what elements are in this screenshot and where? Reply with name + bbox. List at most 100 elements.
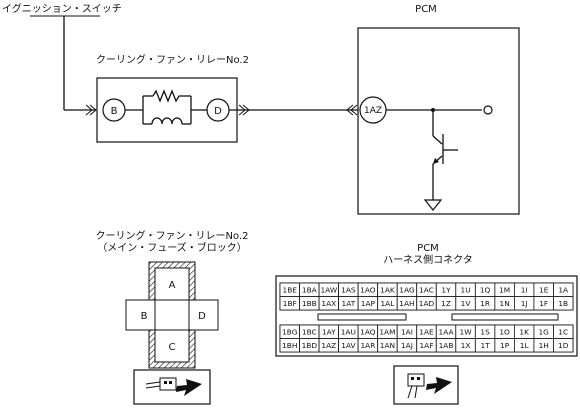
pcm-terminal-1az-label: 1AZ — [364, 106, 382, 116]
pcm-pin-label: 1Q — [480, 285, 491, 294]
pcm-pin-label: 1R — [480, 299, 490, 308]
connector-plug-icon — [145, 377, 202, 396]
pcm-pin-label: 1O — [499, 327, 510, 336]
pcm-pin-label: 1AL — [380, 299, 395, 308]
pcm-pin-label: 1Y — [441, 285, 451, 294]
pcm-pin-label: 1B — [558, 299, 568, 308]
output-terminal-icon — [483, 105, 493, 115]
ignition-switch-label: イグニッション・スイッチ — [2, 2, 122, 15]
relay-slot-d-label: D — [198, 311, 206, 322]
pcm-pin-label: 1BH — [282, 341, 297, 350]
pcm-pin-label: 1S — [480, 327, 490, 336]
pcm-view-direction-icon — [393, 365, 459, 405]
pcm-pin-label: 1AF — [419, 341, 433, 350]
pcm-pin-label: 1BB — [302, 299, 317, 308]
pcm-pin-label: 1AD — [419, 299, 435, 308]
pcm-pin-label: 1AE — [419, 327, 434, 336]
pcm-pin-label: 1AZ — [321, 341, 336, 350]
pcm-pin-label: 1M — [499, 285, 510, 294]
relay-slot-c — [154, 329, 190, 363]
pcm-pin-cell — [553, 296, 574, 311]
transistor-collector — [432, 135, 443, 145]
relay-connector-title-line2: （メイン・フューズ・ブロック） — [97, 241, 247, 254]
pcm-pin-label: 1AV — [341, 341, 355, 350]
pcm-pin-label: 1F — [539, 299, 548, 308]
connector-arrow-icon — [85, 104, 93, 116]
relay-terminal-d-label: D — [214, 106, 222, 117]
pcm-pin-label: 1AR — [360, 341, 375, 350]
pcm-pin-label: 1AT — [342, 299, 356, 308]
transistor-arrow-icon — [433, 158, 439, 164]
pcm-pin-label: 1AK — [380, 285, 395, 294]
pcm-pin-label: 1BE — [283, 285, 298, 294]
pcm-connector-plug-icon — [407, 373, 452, 399]
relay-slot-b-label: B — [141, 311, 148, 322]
pcm-pin-label: 1U — [461, 285, 471, 294]
pcm-pin-label: 1AM — [379, 327, 395, 336]
pcm-pin-label: 1BF — [283, 299, 297, 308]
pcm-title: PCM — [415, 4, 437, 15]
pcm-pin-label: 1BC — [302, 327, 317, 336]
pcm-pin-label: 1T — [480, 341, 490, 350]
pcm-connector-key-right — [451, 313, 559, 321]
pcm-connector-key-left — [317, 313, 407, 321]
pcm-pin-cell — [553, 338, 574, 353]
pcm-pin-label: 1X — [461, 341, 471, 350]
ground-icon — [423, 199, 443, 211]
pcm-connector-title-line1: PCM — [417, 243, 439, 254]
pcm-pin-label: 1AY — [322, 327, 336, 336]
pcm-pin-label: 1AN — [380, 341, 395, 350]
pcm-pin-label: 1BG — [282, 327, 298, 336]
pcm-pin-label: 1L — [520, 341, 530, 350]
pcm-pin-label: 1D — [558, 341, 569, 350]
pcm-pin-label: 1J — [521, 299, 528, 308]
relay-slot-a-label: A — [169, 280, 176, 291]
pcm-pin-label: 1AW — [320, 285, 337, 294]
pcm-box — [357, 27, 520, 215]
connector-arrow-icon — [238, 104, 246, 116]
pcm-pin-label: 1AX — [321, 299, 336, 308]
pcm-pin-label: 1BD — [302, 341, 318, 350]
coil-icon — [151, 117, 183, 125]
pcm-pin-label: 1N — [500, 299, 510, 308]
pcm-pin-label: 1H — [539, 341, 549, 350]
pcm-pin-label: 1AG — [399, 285, 415, 294]
relay-title: クーリング・ファン・リレーNo.2 — [96, 53, 249, 66]
pcm-pin-label: 1Z — [441, 299, 451, 308]
pcm-pin-label: 1P — [500, 341, 510, 350]
pcm-pin-label: 1E — [539, 285, 549, 294]
pcm-pin-label: 1W — [460, 327, 473, 336]
relay-middle-row — [125, 299, 219, 331]
pcm-pin-label: 1AS — [341, 285, 356, 294]
resistor-icon — [152, 89, 181, 103]
pcm-pin-label: 1AU — [341, 327, 356, 336]
pcm-pin-label: 1C — [558, 327, 568, 336]
pcm-pin-label: 1AB — [439, 341, 454, 350]
pcm-pin-label: 1AA — [439, 327, 454, 336]
connector-arrow-icon — [242, 104, 250, 116]
relay-connector-title-line1: クーリング・ファン・リレーNo.2 — [96, 229, 249, 242]
pcm-pin-label: 1K — [519, 327, 529, 336]
connector-arrow-icon — [89, 104, 97, 116]
pcm-pin-label: 1G — [538, 327, 549, 336]
relay-slot-a — [154, 267, 190, 301]
pcm-pin-label: 1AI — [401, 327, 413, 336]
pcm-pin-label: 1AP — [361, 299, 376, 308]
pcm-pin-label: 1AH — [399, 299, 414, 308]
pcm-pin-label: 1A — [558, 285, 568, 294]
connector-arrow-icon — [346, 104, 354, 116]
pcm-pin-label: 1BA — [302, 285, 317, 294]
pcm-pin-label: 1AO — [360, 285, 376, 294]
relay-terminal-b-label: B — [111, 106, 118, 117]
pcm-connector-title-line2: ハーネス側コネクタ — [383, 253, 473, 266]
relay-slot-c-label: C — [169, 342, 176, 353]
pcm-pin-label: 1AQ — [360, 327, 376, 336]
pcm-pin-label: 1I — [521, 285, 528, 294]
pcm-pin-label: 1AC — [419, 285, 434, 294]
pcm-pin-label: 1V — [461, 299, 471, 308]
pcm-pin-label: 1AJ — [401, 341, 413, 350]
connector-arrow-icon — [350, 104, 358, 116]
